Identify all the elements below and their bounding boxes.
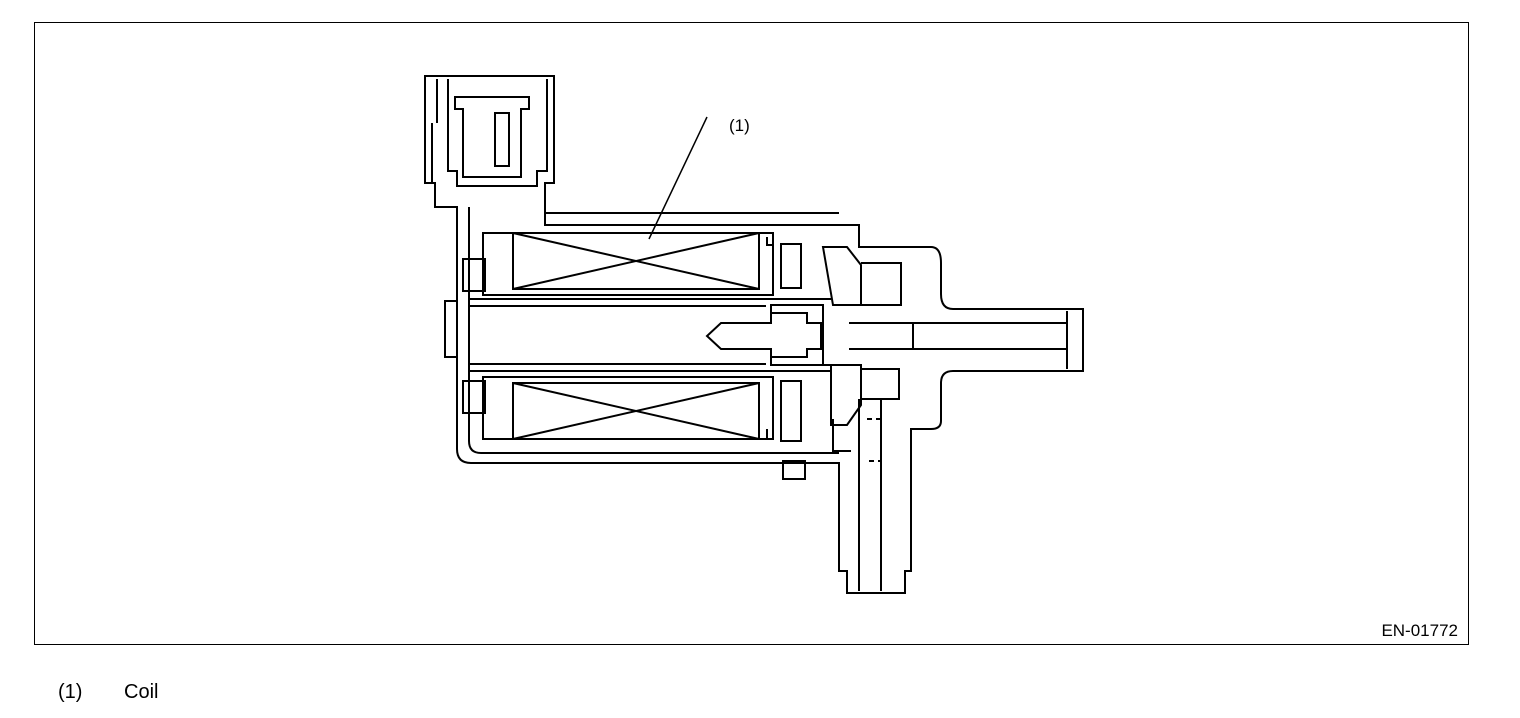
legend: (1) Coil (58, 680, 158, 704)
upper-coil (512, 232, 760, 290)
solenoid-valve-diagram (424, 75, 1084, 594)
legend-number: (1) (58, 681, 83, 703)
body-outer-top (544, 212, 839, 225)
callout-leader (648, 116, 708, 240)
callout-label-1: (1) (729, 116, 750, 135)
upper-port (861, 262, 902, 306)
bottom-lug (782, 460, 806, 480)
lower-coil-end (780, 380, 802, 442)
lower-port (861, 368, 900, 400)
hidden-passage (867, 418, 882, 462)
bolt-lower (462, 380, 486, 414)
horizontal-port (849, 322, 914, 350)
body-inner-wall (468, 207, 839, 454)
figure-frame: (1) EN-01772 (34, 22, 1469, 645)
upper-coil-end (780, 243, 802, 289)
connector-pin (494, 112, 510, 167)
figure-code: EN-01772 (1381, 621, 1458, 640)
connector-housing (424, 75, 1084, 594)
valve-seat (821, 246, 862, 306)
connector-inner (447, 79, 548, 187)
legend-label: Coil (124, 681, 159, 703)
lower-coil (512, 382, 760, 440)
plunger (705, 312, 822, 358)
bolt-upper (462, 258, 486, 292)
connector-pin-block (454, 96, 530, 178)
